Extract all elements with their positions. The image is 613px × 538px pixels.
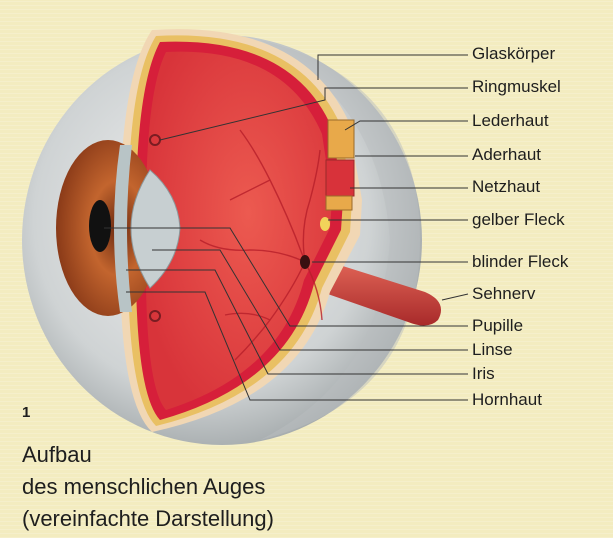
label-hornhaut: Hornhaut [472, 390, 542, 410]
label-iris: Iris [472, 364, 495, 384]
figure-number: 1 [22, 404, 30, 421]
pupil [89, 200, 111, 252]
label-sehnerv: Sehnerv [472, 284, 535, 304]
ciliary-block-lower [326, 160, 354, 196]
caption-line-3: (vereinfachte Darstellung) [22, 506, 274, 532]
label-linse: Linse [472, 340, 513, 360]
yellow-spot [320, 217, 330, 231]
label-aderhaut: Aderhaut [472, 145, 541, 165]
label-gelber-fleck: gelber Fleck [472, 210, 565, 230]
caption-line-1: Aufbau [22, 442, 92, 468]
label-netzhaut: Netzhaut [472, 177, 540, 197]
caption-line-2: des menschlichen Auges [22, 474, 265, 500]
label-pupille: Pupille [472, 316, 523, 336]
ciliary-block-strip [326, 196, 352, 210]
ciliary-block-upper [328, 120, 354, 158]
blind-spot [300, 255, 310, 269]
label-glaskoerper: Glaskörper [472, 44, 555, 64]
label-lederhaut: Lederhaut [472, 111, 549, 131]
label-ringmuskel: Ringmuskel [472, 77, 561, 97]
label-blinder-fleck: blinder Fleck [472, 252, 568, 272]
